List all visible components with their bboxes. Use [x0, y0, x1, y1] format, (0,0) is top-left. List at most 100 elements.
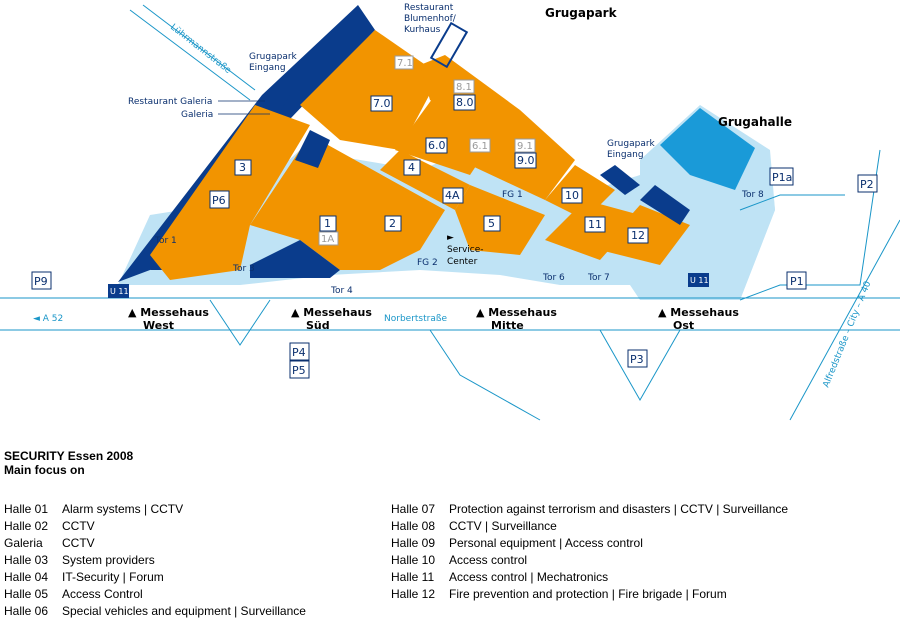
hall-3-label: 3 [239, 161, 246, 174]
legend-hall: Halle 07 [391, 502, 436, 516]
parking-markers: P1 P1a P2 P3 P4 P5 P6 P9 [31, 167, 878, 379]
legend-hall: Halle 09 [391, 536, 436, 550]
alfredstrasse-label: Alfredstraße – City – A 40 [822, 280, 874, 389]
legend-focus: Alarm systems | CCTV [62, 502, 184, 516]
grugahalle-title: Grugahalle [718, 115, 792, 129]
legend-focus: Access control [449, 553, 528, 567]
tor-1-label: Tor 1 [154, 236, 177, 246]
legend-hall: Halle 03 [4, 553, 49, 567]
p6-box [209, 190, 230, 209]
restaurant-blumenhof-label-3: Kurhaus [404, 25, 441, 35]
hall-12-label: 12 [631, 229, 645, 242]
p3-box [627, 349, 648, 368]
legend-focus: Access Control [62, 587, 143, 601]
p9-box [31, 271, 52, 290]
grugapark-eingang-label-1: Grugapark [249, 52, 298, 62]
grugahalle-building [660, 108, 755, 190]
norbertstrasse-label: Norbertstraße [384, 314, 448, 324]
a52-label: ◄ A 52 [33, 314, 63, 324]
p1-label: P1 [790, 275, 804, 288]
tor-7-label: Tor 7 [587, 273, 610, 283]
hall-7-0-box [370, 95, 393, 112]
legend-row: Halle 01 Alarm systems | CCTV [4, 501, 306, 518]
restaurant-blumenhof-label-2: Blumenhof/ [404, 14, 457, 24]
hall-3-annex [295, 130, 330, 168]
hall-1-label: 1 [324, 217, 331, 230]
p2-label: P2 [860, 178, 874, 191]
legend-focus: CCTV | Surveillance [449, 519, 557, 533]
hall-11-label: 11 [588, 218, 602, 231]
messehaus-west-label-2: West [143, 319, 174, 332]
u11-west-box [108, 284, 129, 298]
fairground-map: Grugapark Grugahalle Restaurant Blumenho… [0, 3, 900, 421]
restaurant-galeria-label: Restaurant Galeria [128, 97, 212, 107]
hall-8-1-box [453, 79, 475, 94]
tor-4-label: Tor 4 [330, 286, 353, 296]
fg1-label: FG 1 [502, 190, 523, 200]
hall-9-0-label: 9.0 [517, 154, 535, 167]
legend-focus: Access control | Mechatronics [449, 570, 609, 584]
p9-label: P9 [34, 275, 48, 288]
u11-ost-box [688, 273, 709, 287]
hall-8-1-label: 8.1 [456, 82, 472, 93]
legend-left-column: Halle 01 Alarm systems | CCTV Halle 02 CCT… [4, 501, 306, 620]
hall-7-1-box [394, 55, 414, 70]
hall-9-1-box [514, 138, 536, 153]
hall-12-box [627, 227, 649, 244]
p4-box [289, 342, 310, 361]
p5-box [289, 360, 310, 379]
legend-hall: Halle 06 [4, 604, 49, 618]
grugapark-eingang-label-2: Eingang [249, 63, 286, 73]
legend-hall: Halle 01 [4, 502, 49, 516]
legend-hall: Halle 02 [4, 519, 49, 533]
hall-2-box [384, 215, 402, 232]
hall-3-box [234, 159, 252, 176]
hall-6-1-box [469, 138, 491, 153]
grugapark-eingang2-label-2: Eingang [607, 150, 644, 160]
hall-10-box [561, 187, 583, 204]
hall-7-1-label: 7.1 [397, 58, 413, 69]
messehaus-west-label-1: ▲ Messehaus [128, 306, 209, 319]
legend-focus: IT-Security | Forum [62, 570, 164, 584]
grugapark-title: Grugapark [545, 6, 618, 20]
luehrmannstrasse-label: Lührmannstraße [168, 22, 233, 76]
legend-row: Halle 10 Access control [391, 552, 788, 569]
legend-hall: Halle 08 [391, 519, 436, 533]
messehaus-mitte-label-1: ▲ Messehaus [476, 306, 557, 319]
service-center-label-2: Center [447, 257, 478, 267]
hall-4a-box [442, 187, 464, 204]
legend-hall: Halle 05 [4, 587, 49, 601]
legend-hall: Halle 12 [391, 587, 436, 601]
hall-1a-label: 1A [321, 234, 334, 245]
u11-west-label: U 11 [110, 287, 129, 296]
hall-7-0-label: 7.0 [373, 97, 391, 110]
hall-6-block [395, 95, 500, 175]
restaurant-blumenhof-label-1: Restaurant [404, 3, 454, 13]
messehaus-mitte-label-2: Mitte [491, 319, 524, 332]
hall-1a-box [318, 231, 339, 246]
tor-6-label: Tor 6 [542, 273, 565, 283]
legend-hall: Halle 10 [391, 553, 436, 567]
hall-8-0-label: 8.0 [456, 96, 474, 109]
p6-label: P6 [212, 194, 226, 207]
hall-1-2-block [250, 135, 445, 270]
messehaus-sued-label-2: Süd [306, 319, 330, 332]
hall-3-block [150, 105, 310, 280]
u11-ost-label: U 11 [690, 276, 709, 285]
hall-4-box [403, 159, 421, 176]
legend-row: Halle 02 CCTV [4, 518, 306, 535]
blumenhof-building [429, 21, 469, 69]
fg2-label: FG 2 [417, 258, 438, 268]
hall-2-label: 2 [389, 217, 396, 230]
hall-1-box [319, 215, 337, 232]
legend-subtitle: Main focus on [4, 463, 85, 477]
legend-focus: Fire prevention and protection | Fire br… [449, 587, 727, 601]
legend-focus: CCTV [62, 519, 95, 533]
legend-focus: CCTV [62, 536, 95, 550]
hall-6-0-label: 6.0 [428, 139, 446, 152]
